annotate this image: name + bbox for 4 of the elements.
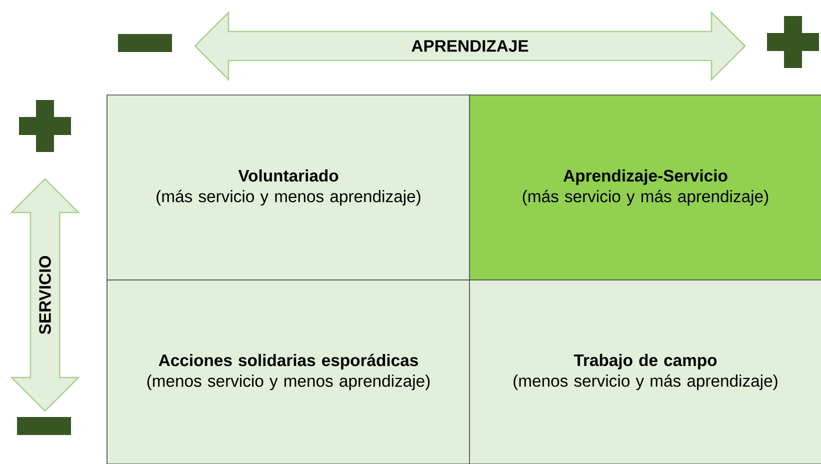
matrix-cell: Voluntariado (más servicio y menos aprendizaje) (106, 94, 470, 280)
matrix-cell: Acciones solidarias esporádicas (menos servicio y menos aprendizaje) (106, 280, 470, 464)
matrix-cell: Aprendizaje-Servicio (más servicio y más aprendizaje) (469, 94, 821, 280)
matrix-cell: Trabajo de campo (menos servicio y más aprendizaje) (469, 280, 821, 464)
